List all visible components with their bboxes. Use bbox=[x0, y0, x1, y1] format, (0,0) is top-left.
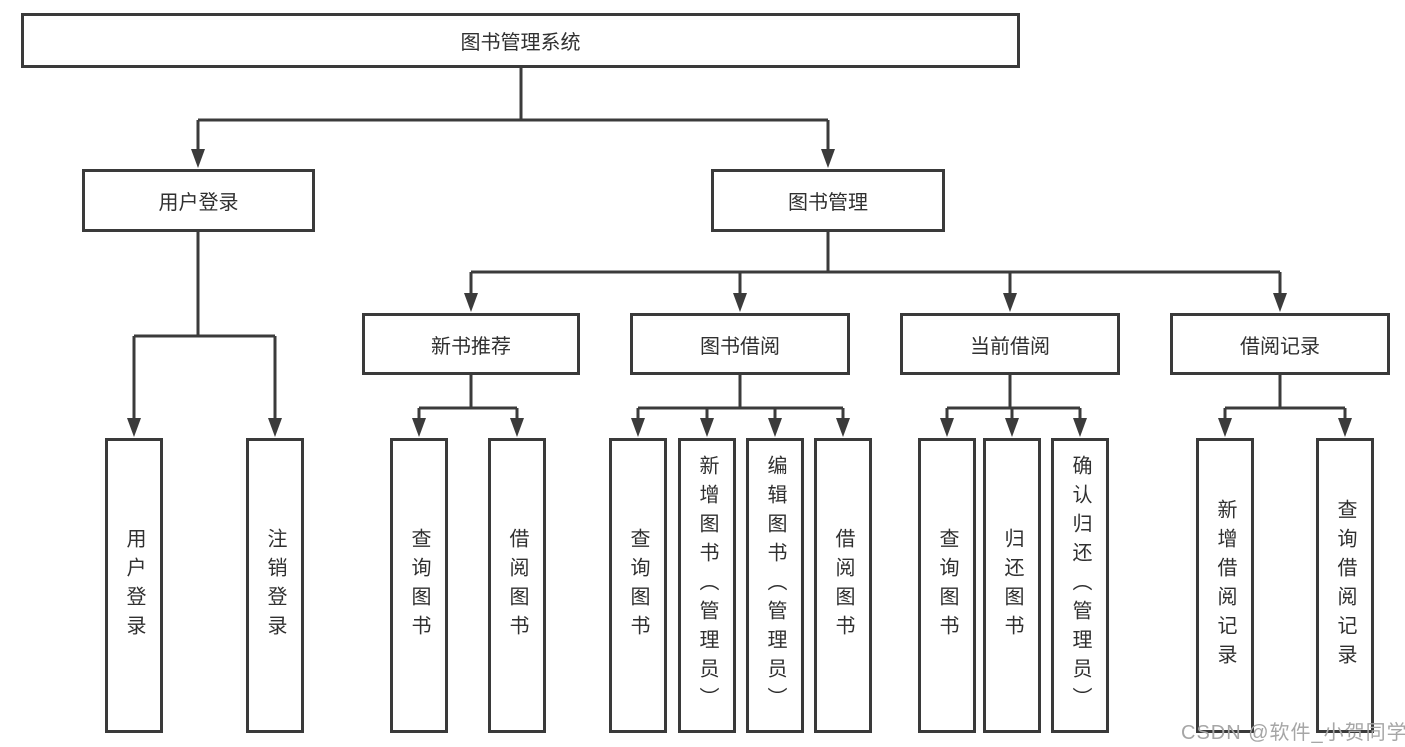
leaf-return-books: 归还图书 bbox=[983, 438, 1041, 733]
csdn-watermark: CSDN @软件_小贺同学 bbox=[1181, 722, 1405, 744]
leaf-edit-book-admin: 编辑图书（管理员） bbox=[746, 438, 804, 733]
arrowhead-icon bbox=[821, 149, 835, 168]
node-new-book-recommend: 新书推荐 bbox=[362, 313, 580, 375]
node-book-borrow: 图书借阅 bbox=[630, 313, 850, 375]
node-label: 用户登录 bbox=[158, 192, 239, 214]
leaf-query-books-recommend: 查询图书 bbox=[390, 438, 448, 733]
leaf-query-books-current: 查询图书 bbox=[918, 438, 976, 733]
leaf-query-borrow-record: 查询借阅记录 bbox=[1316, 438, 1374, 733]
node-label: 确认归还（管理员） bbox=[1069, 455, 1091, 716]
node-label: 归还图书 bbox=[1001, 527, 1023, 644]
leaf-query-books-borrow: 查询图书 bbox=[609, 438, 667, 733]
node-label: 查询借阅记录 bbox=[1334, 498, 1356, 673]
arrowhead-icon bbox=[1003, 293, 1017, 312]
leaf-borrow-books: 借阅图书 bbox=[814, 438, 872, 733]
node-label: 借阅记录 bbox=[1240, 335, 1320, 358]
node-current-borrow: 当前借阅 bbox=[900, 313, 1120, 375]
node-user-login: 用户登录 bbox=[82, 169, 315, 232]
leaf-add-borrow-record: 新增借阅记录 bbox=[1196, 438, 1254, 733]
node-label: 图书借阅 bbox=[700, 335, 780, 358]
leaf-logout: 注销登录 bbox=[246, 438, 304, 733]
node-label: 查询图书 bbox=[627, 527, 649, 644]
arrowhead-icon bbox=[268, 418, 282, 437]
arrowhead-icon bbox=[1073, 418, 1087, 437]
leaf-user-login: 用户登录 bbox=[105, 438, 163, 733]
node-root-system: 图书管理系统 bbox=[21, 13, 1020, 68]
arrowhead-icon bbox=[191, 149, 205, 168]
leaf-borrow-books-recommend: 借阅图书 bbox=[488, 438, 546, 733]
node-label: 图书管理系统 bbox=[460, 32, 581, 54]
node-label: 注销登录 bbox=[264, 527, 286, 644]
arrowhead-icon bbox=[1005, 418, 1019, 437]
arrowhead-icon bbox=[1338, 418, 1352, 437]
arrowhead-icon bbox=[1273, 293, 1287, 312]
arrowhead-icon bbox=[940, 418, 954, 437]
node-borrow-records: 借阅记录 bbox=[1170, 313, 1390, 375]
arrowhead-icon bbox=[464, 293, 478, 312]
node-label: 图书管理 bbox=[788, 192, 868, 214]
arrowhead-icon bbox=[768, 418, 782, 437]
node-label: 借阅图书 bbox=[832, 527, 854, 644]
node-label: 借阅图书 bbox=[506, 527, 528, 644]
node-label: 新增图书（管理员） bbox=[696, 455, 718, 716]
leaf-add-book-admin: 新增图书（管理员） bbox=[678, 438, 736, 733]
arrowhead-icon bbox=[127, 418, 141, 437]
arrowhead-icon bbox=[510, 418, 524, 437]
arrowhead-icon bbox=[1218, 418, 1232, 437]
node-label: 查询图书 bbox=[936, 527, 958, 644]
leaf-confirm-return-admin: 确认归还（管理员） bbox=[1051, 438, 1109, 733]
node-label: 新增借阅记录 bbox=[1214, 498, 1236, 673]
node-label: 用户登录 bbox=[123, 527, 145, 644]
node-label: 查询图书 bbox=[408, 527, 430, 644]
arrowhead-icon bbox=[733, 293, 747, 312]
arrowhead-icon bbox=[412, 418, 426, 437]
node-label: 新书推荐 bbox=[431, 335, 511, 358]
arrowhead-icon bbox=[700, 418, 714, 437]
arrowhead-icon bbox=[836, 418, 850, 437]
node-label: 当前借阅 bbox=[970, 335, 1050, 358]
arrowhead-icon bbox=[631, 418, 645, 437]
node-book-management: 图书管理 bbox=[711, 169, 945, 232]
node-label: 编辑图书（管理员） bbox=[764, 455, 786, 716]
